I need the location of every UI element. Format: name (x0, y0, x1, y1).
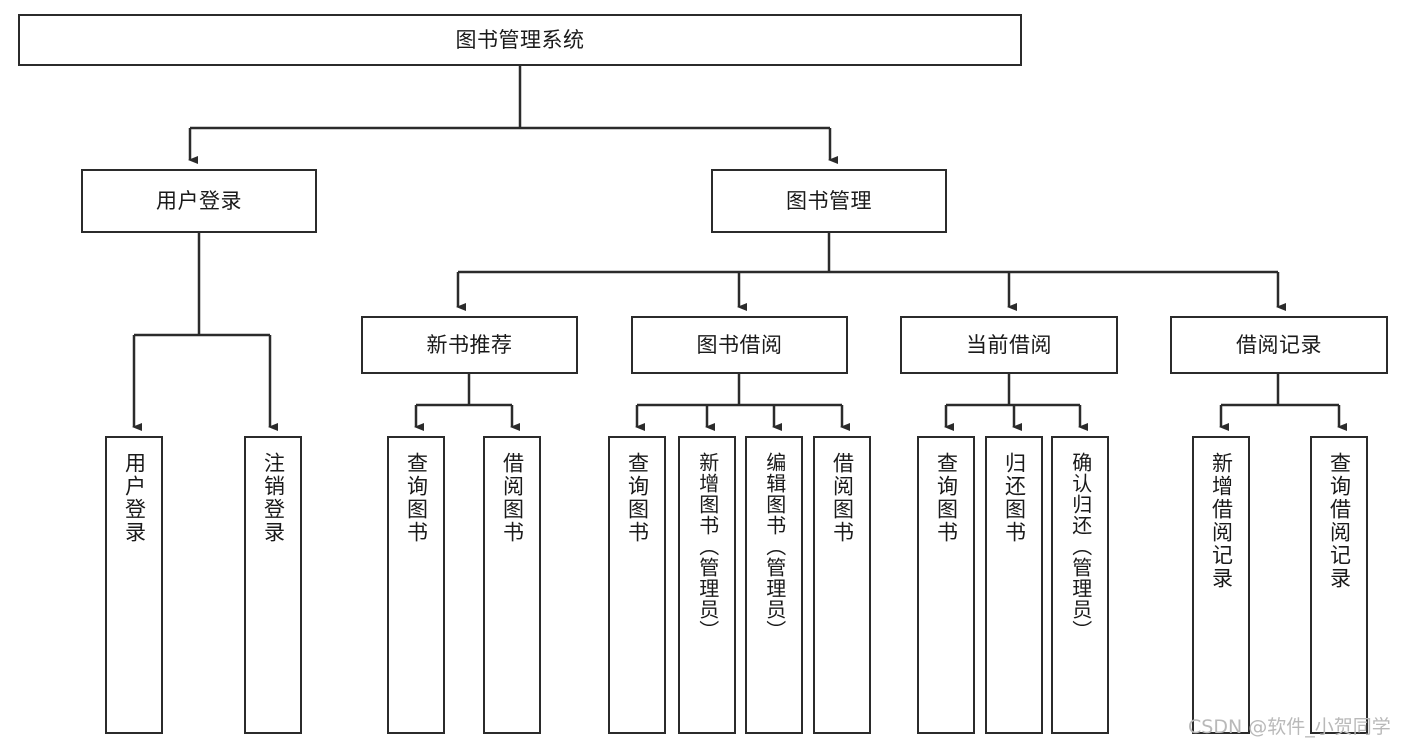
node-label: 图书管理系统 (455, 27, 585, 52)
node-label: 用户登录 (156, 188, 242, 213)
node-user-login[interactable]: 用户登录 (81, 169, 317, 233)
node-new-book-recommend[interactable]: 新书推荐 (361, 316, 578, 374)
node-label: 确认归还（管理员） (1068, 452, 1093, 641)
node-leaf-query-book-recommend[interactable]: 查询图书 (387, 436, 445, 734)
node-label: 借阅记录 (1236, 332, 1322, 357)
node-label: 新书推荐 (426, 332, 513, 357)
node-label: 用户登录 (122, 452, 147, 544)
node-leaf-return-book[interactable]: 归还图书 (985, 436, 1043, 734)
node-leaf-add-book[interactable]: 新增图书（管理员） (678, 436, 736, 734)
node-label: 新增借阅记录 (1209, 452, 1234, 590)
node-leaf-query-borrow-record[interactable]: 查询借阅记录 (1310, 436, 1368, 734)
node-label: 图书借阅 (696, 332, 783, 357)
node-label: 当前借阅 (966, 332, 1052, 357)
node-label: 注销登录 (261, 452, 286, 544)
node-label: 编辑图书（管理员） (762, 452, 787, 641)
node-book-management[interactable]: 图书管理 (711, 169, 947, 233)
node-leaf-confirm-return[interactable]: 确认归还（管理员） (1051, 436, 1109, 734)
node-root-system[interactable]: 图书管理系统 (18, 14, 1022, 66)
node-label: 查询借阅记录 (1327, 452, 1352, 590)
node-leaf-borrow-book[interactable]: 借阅图书 (813, 436, 871, 734)
node-leaf-borrow-book-recommend[interactable]: 借阅图书 (483, 436, 541, 734)
node-label: 图书管理 (786, 188, 872, 213)
node-label: 查询图书 (625, 452, 650, 544)
node-label: 新增图书（管理员） (695, 452, 720, 641)
node-book-borrow[interactable]: 图书借阅 (631, 316, 848, 374)
node-label: 借阅图书 (500, 452, 525, 544)
node-leaf-query-book-borrow[interactable]: 查询图书 (608, 436, 666, 734)
node-label: 查询图书 (934, 452, 959, 544)
node-label: 借阅图书 (830, 452, 855, 544)
node-leaf-query-book-current[interactable]: 查询图书 (917, 436, 975, 734)
node-leaf-user-login[interactable]: 用户登录 (105, 436, 163, 734)
node-leaf-edit-book[interactable]: 编辑图书（管理员） (745, 436, 803, 734)
node-label: 归还图书 (1002, 452, 1027, 544)
csdn-watermark: CSDN @软件_小贺同学 (1188, 716, 1391, 738)
node-borrow-record[interactable]: 借阅记录 (1170, 316, 1388, 374)
node-label: 查询图书 (404, 452, 429, 544)
node-leaf-logout-login[interactable]: 注销登录 (244, 436, 302, 734)
node-current-borrow[interactable]: 当前借阅 (900, 316, 1118, 374)
node-leaf-add-borrow-record[interactable]: 新增借阅记录 (1192, 436, 1250, 734)
